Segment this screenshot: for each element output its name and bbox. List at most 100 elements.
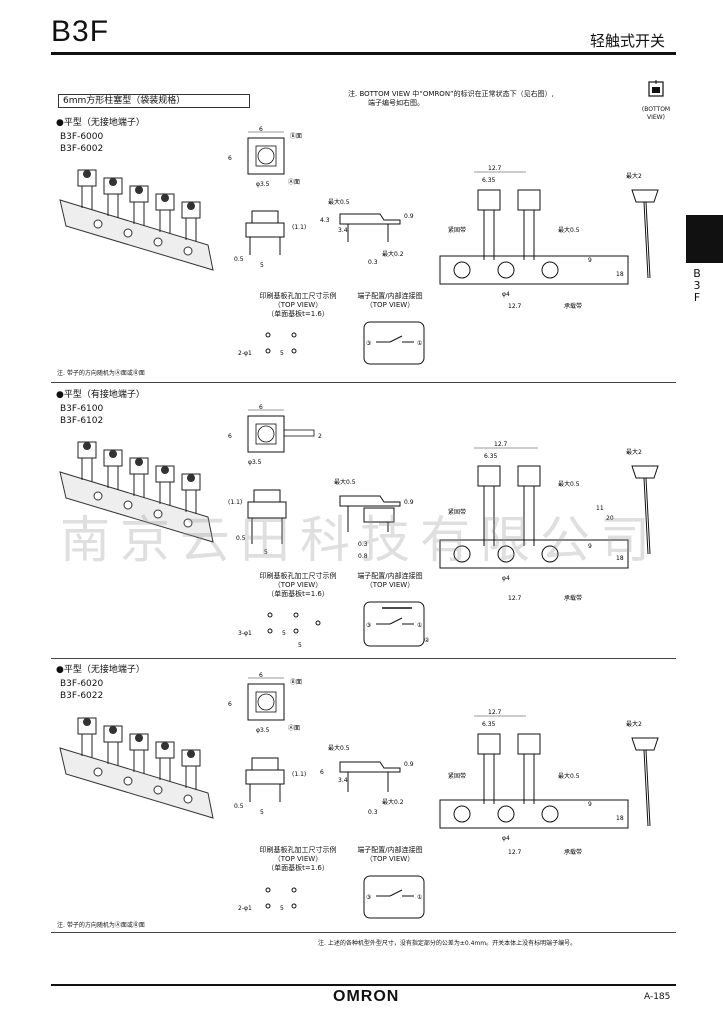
top-view-drawing-3: 6 6 φ3.5 Ⓑ面 Ⓐ面: [228, 672, 302, 734]
side-profile-drawing-2: 最大0.5 0.9 0.3 0.8: [334, 478, 414, 560]
omron-logo: OMRON: [333, 988, 400, 1005]
section2-model-2: B3F-6102: [60, 416, 104, 426]
svg-text:0.3: 0.3: [368, 809, 378, 816]
svg-text:紧固带: 紧固带: [448, 772, 466, 780]
svg-text:Ⓐ面: Ⓐ面: [288, 724, 300, 732]
conn-caption-1: 端子配置/内部连接图（TOP VIEW）: [357, 292, 423, 309]
conn-caption-3: 端子配置/内部连接图（TOP VIEW）: [357, 846, 423, 863]
svg-text:2: 2: [318, 433, 322, 440]
svg-text:6.35: 6.35: [482, 721, 496, 728]
svg-text:最大2: 最大2: [626, 172, 642, 180]
section-divider-2: [51, 658, 676, 659]
svg-text:0.5: 0.5: [234, 256, 244, 263]
svg-text:12.7: 12.7: [488, 165, 502, 172]
pcb-hole-drawing-3: 2-φ1 5: [238, 887, 297, 912]
svg-text:5: 5: [260, 809, 264, 816]
svg-text:φ3.5: φ3.5: [256, 727, 270, 734]
section1-note: 注. 带子的方向随机为Ⓐ面或Ⓑ面: [57, 370, 145, 377]
bottom-view-note: 注. BOTTOM VIEW 中“OMRON”的标识在正常状态下（见右图）, 端…: [348, 90, 554, 107]
svg-text:18: 18: [616, 815, 624, 822]
svg-text:最大2: 最大2: [626, 448, 642, 456]
pcb-caption-2: 印刷基板孔加工尺寸示例（TOP VIEW）（单面基板t=1.6）: [259, 572, 337, 598]
tape-reel-illustration-3: [59, 717, 214, 819]
svg-text:紧固带: 紧固带: [448, 508, 466, 516]
svg-text:Ⓑ面: Ⓑ面: [290, 132, 302, 140]
svg-text:(1.1): (1.1): [292, 771, 306, 778]
svg-text:6: 6: [259, 404, 263, 411]
svg-text:0.5: 0.5: [236, 535, 246, 542]
svg-text:③: ③: [366, 894, 371, 901]
section3-model-2: B3F-6022: [60, 691, 104, 701]
header-rule: [51, 52, 676, 55]
section3-type: ●平型（无接地端子）: [56, 665, 145, 675]
svg-text:6: 6: [320, 769, 324, 776]
svg-text:0.9: 0.9: [404, 499, 414, 506]
svg-text:3.4: 3.4: [338, 777, 348, 784]
page-number: A-185: [644, 992, 671, 1002]
svg-text:最大2: 最大2: [626, 720, 642, 728]
svg-text:6.35: 6.35: [482, 177, 496, 184]
svg-text:①: ①: [417, 340, 422, 347]
svg-text:最大0.2: 最大0.2: [382, 798, 404, 806]
svg-text:9: 9: [588, 257, 592, 264]
svg-text:②: ②: [424, 637, 430, 644]
svg-text:6: 6: [228, 433, 232, 440]
svg-text:最大0.2: 最大0.2: [382, 250, 404, 258]
conn-diagram-2: ③ ① ②: [363, 601, 430, 647]
svg-text:5: 5: [282, 630, 286, 637]
side-view-drawing-2: (1.1) 0.5 5: [228, 489, 287, 556]
svg-text:最大0.5: 最大0.5: [328, 744, 350, 752]
lead-profile-drawing-3: 最大2: [626, 720, 659, 827]
svg-text:①: ①: [417, 622, 422, 629]
svg-text:φ4: φ4: [502, 291, 510, 298]
section-divider-1: [51, 382, 676, 383]
svg-text:最大0.5: 最大0.5: [558, 772, 580, 780]
svg-text:9: 9: [588, 543, 592, 550]
svg-text:5: 5: [264, 549, 268, 556]
section1-model-2: B3F-6002: [60, 144, 104, 154]
side-profile-drawing-3: 最大0.5 6 3.4 0.9 最大0.2 0.3: [320, 744, 414, 816]
svg-text:φ4: φ4: [502, 575, 510, 582]
svg-text:承载带: 承载带: [564, 302, 582, 310]
side-view-drawing-1: (1.1) 0.5 5: [234, 210, 306, 269]
pcb-hole-drawing-2: 3-φ1 5 5: [238, 612, 321, 649]
svg-text:③: ③: [366, 622, 371, 629]
svg-text:4.3: 4.3: [320, 217, 330, 224]
tape-dimension-drawing-3: 12.7 6.35 紧固带 最大0.5 9 18 φ4 12.7 承载带: [439, 709, 629, 856]
svg-text:0.3: 0.3: [368, 259, 378, 266]
svg-text:(1.1): (1.1): [228, 499, 242, 506]
tape-reel-illustration-1: [59, 169, 214, 271]
svg-text:20: 20: [606, 515, 614, 522]
svg-text:0.9: 0.9: [404, 213, 414, 220]
svg-text:承载带: 承载带: [564, 848, 582, 856]
svg-text:0.3: 0.3: [358, 541, 368, 548]
svg-text:紧固带: 紧固带: [448, 226, 466, 234]
section1-type: ●平型（无接地端子）: [56, 118, 145, 128]
svg-text:③: ③: [366, 340, 371, 347]
svg-text:11: 11: [596, 505, 604, 512]
svg-text:9: 9: [588, 801, 592, 808]
svg-text:12.7: 12.7: [508, 303, 522, 310]
svg-text:φ3.5: φ3.5: [256, 181, 270, 188]
svg-text:2-φ1: 2-φ1: [238, 350, 252, 357]
section-title-box: 6mm方形柱塞型（袋装规格）: [58, 94, 250, 108]
svg-text:(1.1): (1.1): [292, 224, 306, 231]
tape-dimension-drawing-1: 12.7 6.35 紧固带 最大0.5 9 18 φ4 12.7 承载带: [439, 165, 629, 310]
svg-text:Ⓑ面: Ⓑ面: [290, 678, 302, 686]
svg-text:6.35: 6.35: [484, 453, 498, 460]
lead-profile-drawing-2: 最大2: [626, 448, 659, 555]
svg-text:6: 6: [228, 155, 232, 162]
side-profile-drawing-1: 最大0.5 4.3 3.4 0.9 最大0.2 0.3: [320, 198, 414, 266]
svg-text:12.7: 12.7: [494, 441, 508, 448]
svg-text:3-φ1: 3-φ1: [238, 630, 252, 637]
side-tab-block: [686, 215, 723, 263]
pcb-hole-drawing-1: 2-φ1 5: [238, 332, 297, 357]
svg-text:3.4: 3.4: [338, 227, 348, 234]
svg-text:12.7: 12.7: [488, 709, 502, 716]
section3-model-1: B3F-6020: [60, 679, 104, 689]
svg-text:φ4: φ4: [502, 835, 510, 842]
tape-dimension-drawing-2: 12.7 6.35 紧固带 最大0.5 11 20 9 18 φ4 12.7 承…: [439, 441, 629, 602]
svg-text:5: 5: [280, 905, 284, 912]
section3-note: 注. 带子的方向随机为Ⓐ面或Ⓑ面: [57, 922, 145, 929]
